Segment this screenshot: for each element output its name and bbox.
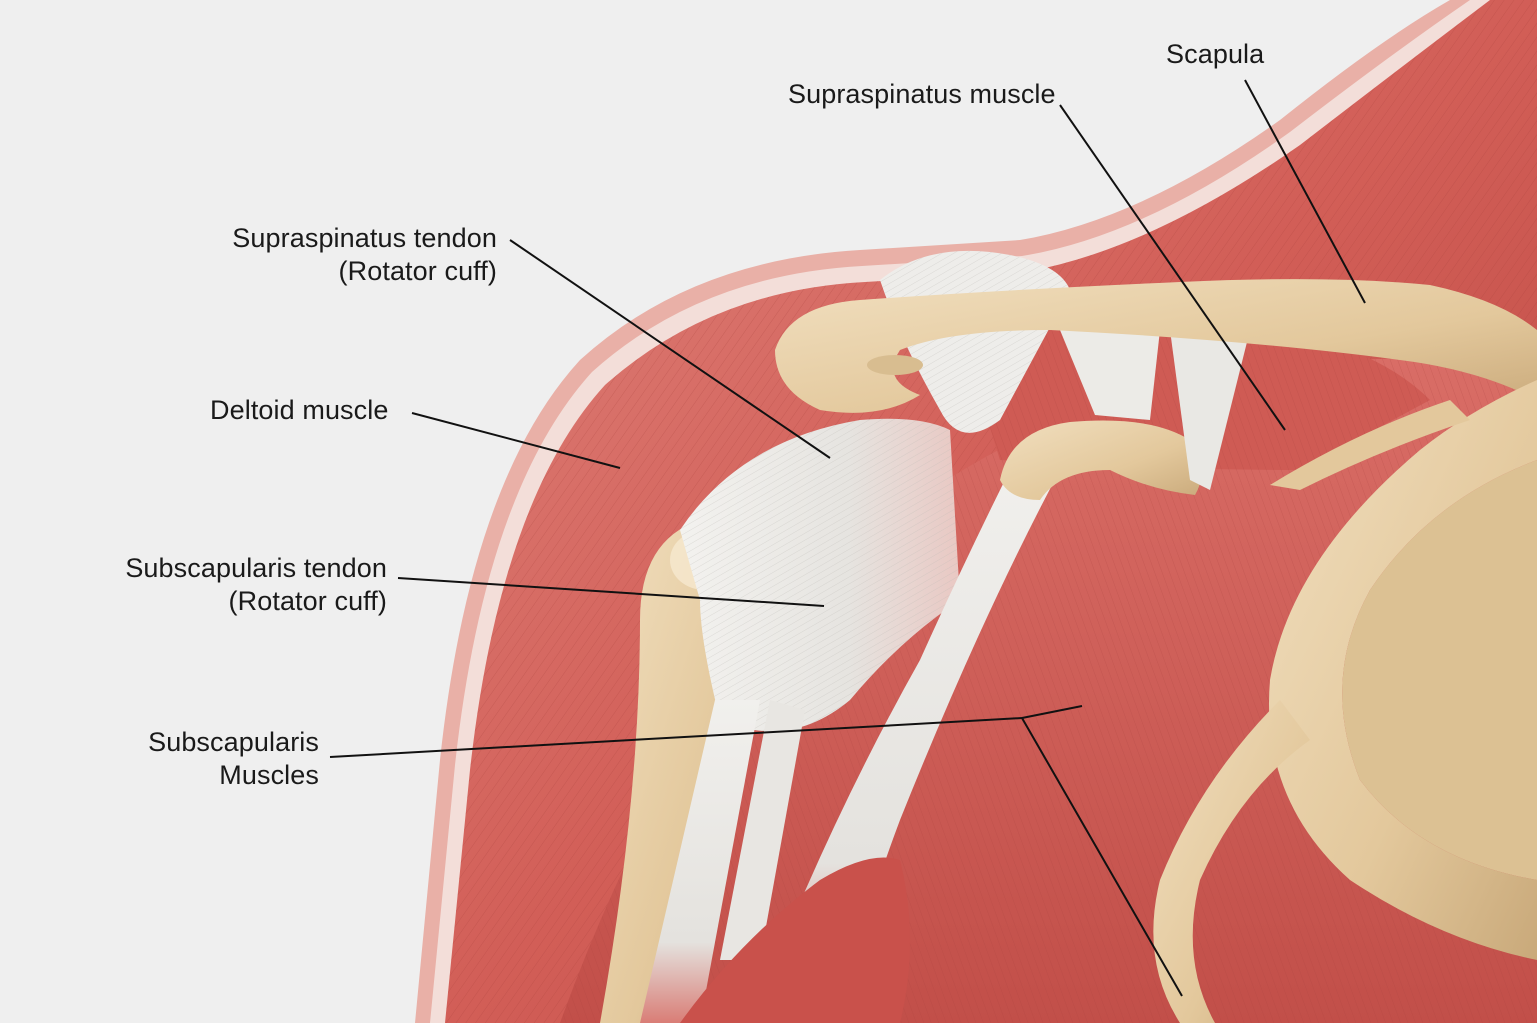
label-supraspinatus-muscle: Supraspinatus muscle (788, 78, 1056, 111)
acromion-notch (867, 355, 923, 375)
label-deltoid-muscle-text: Deltoid muscle (210, 395, 389, 425)
label-supraspinatus-tendon-line1: Supraspinatus tendon (232, 223, 497, 253)
subscapularis-fibers (560, 358, 1537, 1023)
label-supraspinatus-tendon: Supraspinatus tendon (Rotator cuff) (232, 222, 497, 288)
leader-subscapularis-muscles-branch-b (1021, 717, 1183, 997)
glenoid-fossa (1342, 460, 1537, 880)
label-subscapularis-tendon: Subscapularis tendon (Rotator cuff) (125, 552, 387, 618)
ligament-strand (1170, 330, 1250, 490)
leader-scapula (1244, 79, 1366, 304)
subscapularis-tendon-fibers (680, 418, 960, 732)
scapula-bone (1269, 380, 1537, 960)
label-scapula: Scapula (1166, 38, 1264, 71)
acromion-clavicle-bone (775, 279, 1537, 413)
coracoid-tendon (760, 455, 1060, 1000)
label-scapula-text: Scapula (1166, 39, 1265, 69)
leader-subscapularis-muscles-branch-a (1021, 705, 1083, 719)
coracoid-process-bone (1000, 420, 1202, 500)
scapular-spine (1270, 400, 1470, 490)
label-subscapularis-tendon-line2: (Rotator cuff) (228, 586, 387, 616)
coracoacromial-ligament (1060, 330, 1160, 420)
label-subscapularis-muscles-line1: Subscapularis (148, 727, 319, 757)
label-deltoid-muscle: Deltoid muscle (210, 394, 388, 427)
label-subscapularis-muscles: Subscapularis Muscles (148, 726, 319, 792)
long-tendon-left (640, 700, 760, 1023)
label-subscapularis-muscles-line2: Muscles (219, 760, 319, 790)
label-supraspinatus-tendon-line2: (Rotator cuff) (338, 256, 497, 286)
label-supraspinatus-muscle-text: Supraspinatus muscle (788, 79, 1056, 109)
leader-deltoid-muscle (411, 412, 621, 469)
leader-supraspinatus-tendon (509, 239, 831, 459)
scapula-rim-lower (1153, 700, 1310, 1023)
short-head-muscle (680, 857, 910, 1023)
label-subscapularis-tendon-line1: Subscapularis tendon (125, 553, 387, 583)
leader-supraspinatus-muscle (1059, 104, 1286, 431)
leader-subscapularis-muscles (329, 717, 1023, 758)
leader-subscapularis-tendon (397, 577, 825, 607)
long-tendon-right (720, 700, 805, 960)
